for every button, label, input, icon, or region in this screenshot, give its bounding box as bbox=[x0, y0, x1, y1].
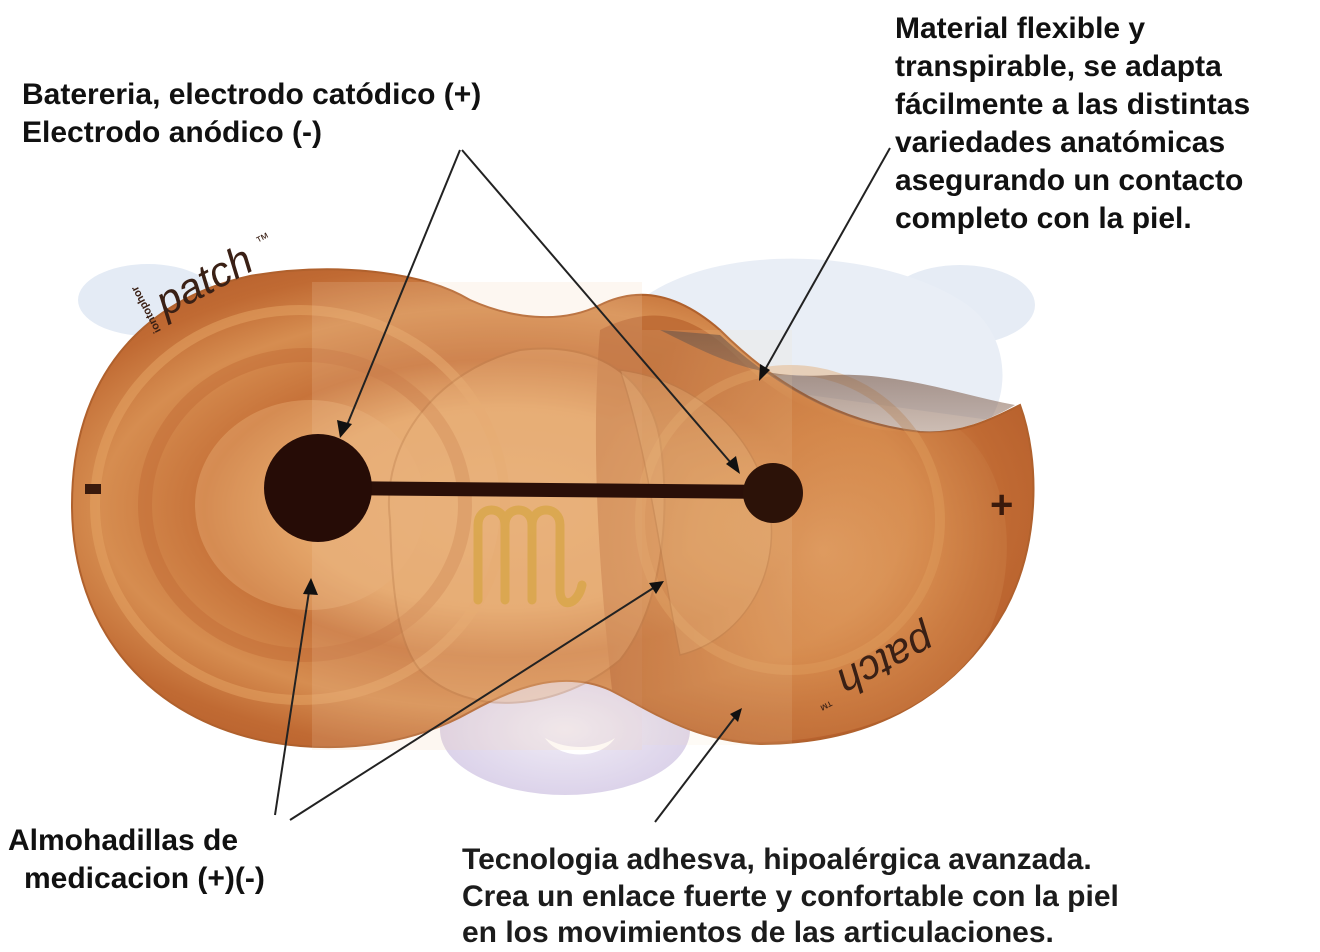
material-line2: transpirable, se adapta bbox=[895, 48, 1250, 86]
medication-pads-line1: Almohadillas de bbox=[8, 822, 265, 860]
material-line3: fácilmente a las distintas bbox=[895, 86, 1250, 124]
medication-pads-label: Almohadillas de medicacion (+)(-) bbox=[8, 822, 265, 899]
battery-electrodes-line1: Batereria, electrodo catódico (+) bbox=[22, 76, 481, 114]
electrode-trace bbox=[330, 488, 770, 492]
anode-electrode bbox=[264, 434, 372, 542]
plus-mark: + bbox=[990, 483, 1013, 527]
battery-electrodes-label: Batereria, electrodo catódico (+) Electr… bbox=[22, 76, 481, 153]
adhesive-line2: Crea un enlace fuerte y confortable con … bbox=[462, 879, 1119, 916]
material-line6: completo con la piel. bbox=[895, 200, 1250, 238]
adhesive-line1: Tecnologia adhesva, hipoalérgica avanzad… bbox=[462, 842, 1119, 879]
material-line1: Material flexible y bbox=[895, 10, 1250, 48]
battery-electrodes-line2: Electrodo anódico (-) bbox=[22, 114, 481, 152]
adhesive-label: Tecnologia adhesva, hipoalérgica avanzad… bbox=[462, 842, 1119, 952]
medication-pads-line2: medicacion (+)(-) bbox=[8, 860, 265, 898]
cathode-electrode bbox=[743, 463, 803, 523]
adhesive-line3: en los movimientos de las articulaciones… bbox=[462, 915, 1119, 952]
material-label: Material flexible y transpirable, se ada… bbox=[895, 10, 1250, 239]
material-line5: asegurando un contacto bbox=[895, 162, 1250, 200]
material-line4: variedades anatómicas bbox=[895, 124, 1250, 162]
minus-mark bbox=[85, 484, 101, 494]
brand-tm-top: ™ bbox=[253, 229, 273, 250]
